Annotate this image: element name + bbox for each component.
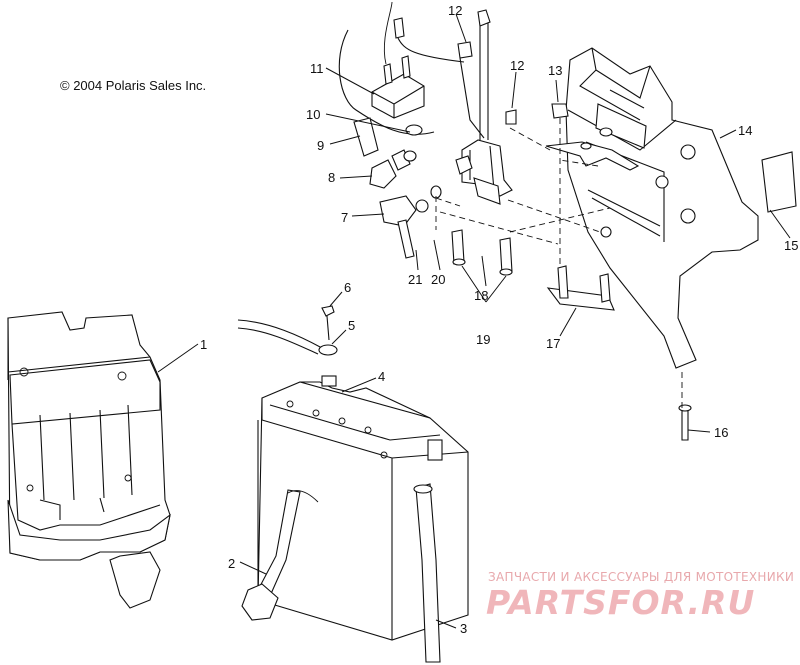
- part-negative-cable: [241, 489, 319, 621]
- callout-7: 7: [341, 210, 348, 225]
- part-bolts: [451, 229, 513, 276]
- part-mounting-bracket: [545, 47, 759, 369]
- callout-1: 1: [200, 337, 207, 352]
- callout-14: 14: [738, 123, 752, 138]
- callout-5: 5: [348, 318, 355, 333]
- watermark: ЗАПЧАСТИ И АКСЕССУАРЫ ДЛЯ МОТОТЕХНИКИ PA…: [486, 570, 794, 622]
- part-rivet: [678, 404, 692, 441]
- callout-20: 20: [431, 272, 445, 287]
- callout-labels: 1 2 3 4 5 6 7 8 9 10 11 12 12 13 14 15 1…: [200, 3, 798, 636]
- callout-12b: 12: [510, 58, 524, 73]
- part-battery-box: [7, 311, 171, 609]
- part-battery-cable-top: [237, 305, 338, 356]
- part-positive-cable: [413, 483, 441, 663]
- part-terminal-boots: [353, 117, 461, 259]
- callout-21: 21: [408, 272, 422, 287]
- part-nut-13: [551, 103, 569, 266]
- callout-leaders: [157, 13, 791, 629]
- callout-19: 19: [476, 332, 490, 347]
- watermark-logo: PARTSFOR.RU: [486, 583, 755, 622]
- callout-12a: 12: [448, 3, 462, 18]
- callout-3: 3: [460, 621, 467, 636]
- callout-8: 8: [328, 170, 335, 185]
- callout-13: 13: [548, 63, 562, 78]
- callout-18: 18: [474, 288, 488, 303]
- callout-15: 15: [784, 238, 798, 253]
- callout-11: 11: [310, 61, 324, 76]
- part-solenoid: [455, 9, 517, 205]
- part-battery: [257, 375, 469, 641]
- part-relay: [338, 1, 465, 135]
- callout-4: 4: [378, 369, 385, 384]
- callout-16: 16: [714, 425, 728, 440]
- callout-9: 9: [317, 138, 324, 153]
- callout-6: 6: [344, 280, 351, 295]
- part-pad: [761, 151, 797, 213]
- watermark-tagline: ЗАПЧАСТИ И АКСЕССУАРЫ ДЛЯ МОТОТЕХНИКИ: [488, 570, 794, 584]
- callout-2: 2: [228, 556, 235, 571]
- callout-10: 10: [306, 107, 320, 122]
- copyright-text: © 2004 Polaris Sales Inc.: [60, 78, 206, 93]
- callout-17: 17: [546, 336, 560, 351]
- alignment-lines: [439, 127, 683, 408]
- part-clip-strap: [546, 265, 615, 311]
